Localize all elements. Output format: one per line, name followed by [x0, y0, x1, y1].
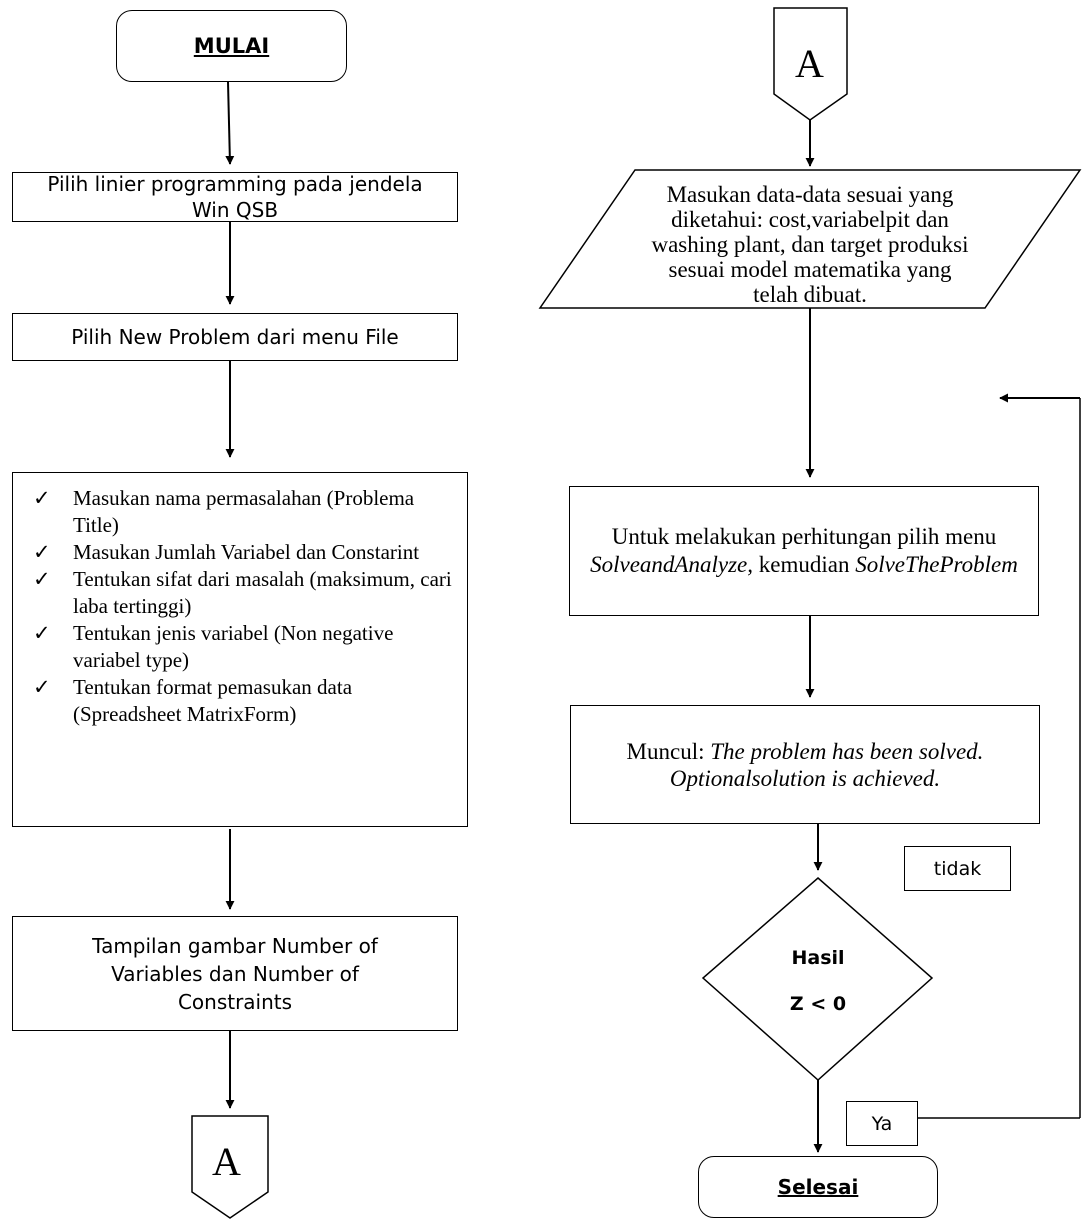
- check-icon: ✓: [33, 621, 51, 645]
- end-terminator: Selesai: [698, 1156, 938, 1218]
- offpage-connector-right: [773, 7, 848, 121]
- result-message-box: Muncul: The problem has been solved. Opt…: [570, 705, 1040, 824]
- check-icon: ✓: [33, 540, 51, 564]
- check-icon: ✓: [33, 486, 51, 510]
- connector-label-left: A: [212, 1139, 241, 1184]
- setup-checklist: ✓Masukan nama permasalahan (Problema Tit…: [12, 472, 468, 827]
- checklist-item: ✓Tentukan jenis variabel (Non negative v…: [33, 621, 394, 672]
- menu-solve-analyze: SolveandAnalyze,: [590, 552, 753, 577]
- step-show-variables-constraints-text: Tampilan gambar Number of Variables dan …: [92, 933, 378, 1014]
- step-show-variables-constraints: Tampilan gambar Number of Variables dan …: [12, 916, 458, 1031]
- yes-label-box: Ya: [846, 1101, 918, 1146]
- process-solve-text: Untuk melakukan perhitungan pilih menu S…: [590, 524, 1018, 577]
- input-parallelogram: [538, 169, 1082, 309]
- checklist-item: ✓Masukan Jumlah Variabel dan Constarint: [33, 540, 420, 564]
- decision-line-1: Hasil: [791, 947, 845, 969]
- check-icon: ✓: [33, 675, 51, 699]
- yes-label: Ya: [871, 1112, 893, 1135]
- result-message-text: Muncul: The problem has been solved. Opt…: [626, 738, 984, 791]
- input-data-text: Masukan data-data sesuai yang diketahui:…: [651, 182, 969, 307]
- no-label: tidak: [933, 857, 982, 880]
- process-solve: Untuk melakukan perhitungan pilih menu S…: [569, 486, 1039, 616]
- check-icon: ✓: [33, 567, 51, 591]
- step-new-problem-text: Pilih New Problem dari menu File: [71, 325, 399, 349]
- step-new-problem: Pilih New Problem dari menu File: [12, 313, 458, 361]
- step-select-linear-programming: Pilih linier programming pada jendela Wi…: [12, 172, 458, 222]
- offpage-connector-left: [191, 1115, 269, 1219]
- decision-line-2: Z < 0: [789, 993, 847, 1015]
- start-terminator: MULAI: [116, 10, 347, 82]
- checklist-item: ✓Masukan nama permasalahan (Problema Tit…: [33, 486, 415, 537]
- decision-diamond: [701, 877, 934, 1082]
- start-label: MULAI: [193, 34, 270, 58]
- checklist-item: ✓Tentukan format pemasukan data (Spreads…: [33, 675, 353, 726]
- menu-solve-problem: SolveTheProblem: [855, 552, 1018, 577]
- arrow-start-to-step1: [225, 81, 235, 165]
- connector-label-right: A: [795, 41, 824, 86]
- end-label: Selesai: [777, 1175, 859, 1199]
- checklist-item: ✓Tentukan sifat dari masalah (maksimum, …: [33, 567, 452, 618]
- step-select-linear-programming-text: Pilih linier programming pada jendela Wi…: [47, 172, 423, 222]
- no-label-box: tidak: [904, 846, 1011, 891]
